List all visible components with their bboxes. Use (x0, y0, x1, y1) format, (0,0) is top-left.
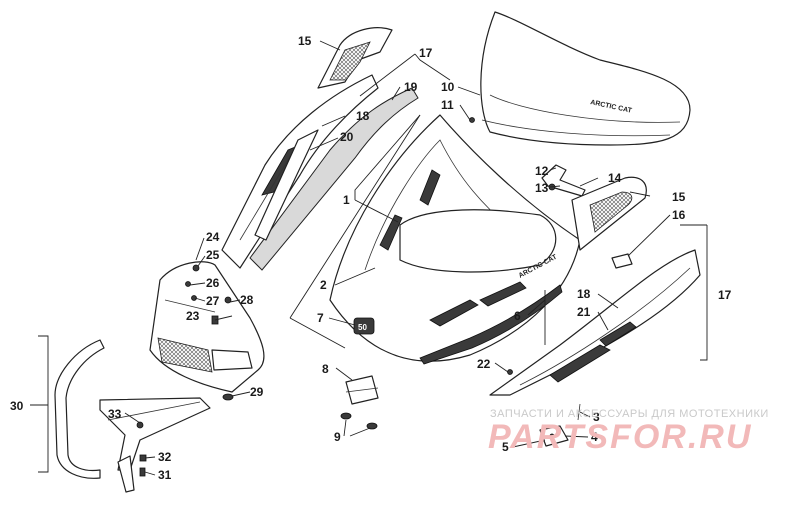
callout-4: 4 (591, 430, 598, 444)
hood-mount-bracket (340, 375, 379, 430)
callout-30: 30 (10, 399, 24, 413)
callout-6: 6 (514, 309, 521, 323)
callout-22: 22 (477, 357, 491, 371)
watermark-brand: PARTSFOR.RU (488, 418, 752, 456)
callout-23: 23 (186, 309, 200, 323)
hinge (507, 369, 581, 447)
callout-17-top: 17 (419, 46, 433, 60)
nose-fascia (149, 261, 265, 401)
callout-21: 21 (577, 305, 591, 319)
watermark: ЗАПЧАСТИ И АКСЕССУАРЫ ДЛЯ МОТОТЕХНИКИ PA… (488, 408, 769, 456)
leader-lines (30, 40, 708, 476)
callout-11: 11 (441, 98, 454, 112)
side-panel-right (489, 249, 701, 396)
hood: ARCTIC CAT 50 (329, 114, 581, 365)
callout-27: 27 (206, 294, 220, 308)
trim-strip (249, 87, 419, 271)
callout-9: 9 (334, 430, 341, 444)
callout-26: 26 (206, 276, 220, 290)
callout-33: 33 (108, 407, 122, 421)
callout-17-right: 17 (718, 288, 732, 302)
front-bumper (54, 339, 211, 493)
callout-8: 8 (322, 362, 329, 376)
callout-18-left: 18 (356, 109, 370, 123)
callout-3: 3 (593, 410, 600, 424)
svg-text:50: 50 (358, 323, 367, 332)
top-vent (317, 27, 393, 89)
windshield: ARCTIC CAT (480, 11, 691, 146)
callout-31: 31 (158, 468, 172, 482)
callout-13: 13 (535, 181, 549, 195)
callout-32: 32 (158, 450, 172, 464)
callout-15-top: 15 (298, 34, 312, 48)
callout-10: 10 (441, 80, 455, 94)
fastener-11 (469, 117, 475, 123)
callout-19: 19 (404, 80, 418, 94)
callout-18-right: 18 (577, 287, 591, 301)
callout-25: 25 (206, 248, 220, 262)
callout-7: 7 (317, 311, 324, 325)
callout-1: 1 (343, 193, 350, 207)
side-vent (571, 176, 647, 251)
callout-12: 12 (535, 164, 549, 178)
hood-badge: 50 (353, 317, 375, 335)
clip-16 (611, 253, 633, 269)
callout-29: 29 (250, 385, 264, 399)
callout-20: 20 (340, 130, 354, 144)
mirror-bracket (541, 164, 586, 197)
callout-16: 16 (672, 208, 686, 222)
callout-15-right: 15 (672, 190, 686, 204)
callout-5: 5 (502, 440, 509, 454)
callout-28: 28 (240, 293, 254, 307)
callout-2: 2 (320, 278, 327, 292)
callout-numbers: 15 17 10 11 19 18 20 1 2 7 6 12 13 14 15… (10, 34, 732, 482)
callout-24: 24 (206, 230, 220, 244)
watermark-tagline: ЗАПЧАСТИ И АКСЕССУАРЫ ДЛЯ МОТОТЕХНИКИ (490, 408, 769, 420)
callout-14: 14 (608, 171, 622, 185)
